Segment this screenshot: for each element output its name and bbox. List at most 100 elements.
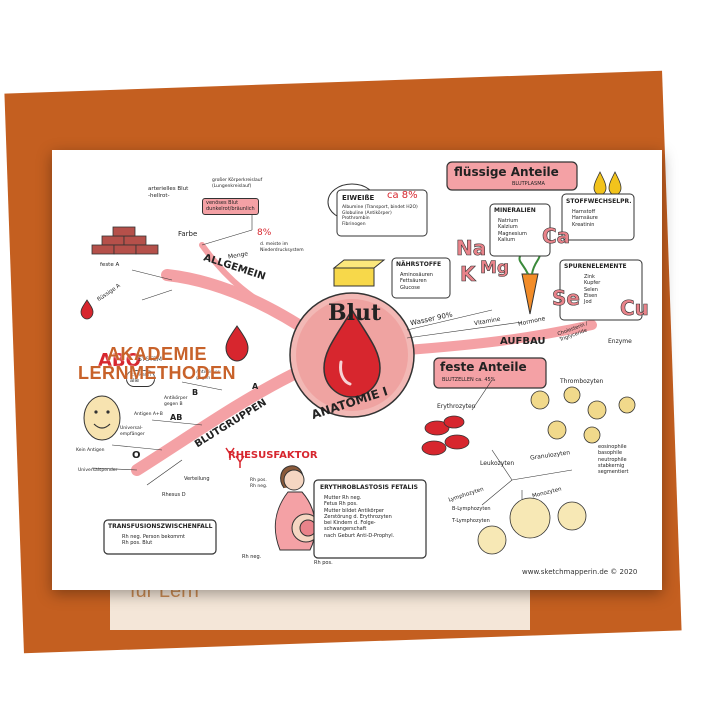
list-item: Fetus Rh pos. (324, 501, 358, 508)
logo-line-2: LERNMETHODEN (78, 362, 236, 383)
rhesusfaktor-label: RHESUSFAKTOR (228, 450, 318, 461)
transfusion-title: TRANSFUSIONSZWISCHENFALL (108, 523, 213, 530)
erythrozyten-label: Erythrozyten (437, 403, 476, 410)
list-item: Mutter bildet Antikörper (324, 507, 384, 514)
eiweisse-title: EIWEIßE (342, 194, 375, 202)
fluessige-title: flüssige Anteile (454, 165, 559, 179)
leukozyten-label: Leukozyten (480, 460, 515, 467)
smiley-icon (83, 395, 121, 441)
enzyme-label: Enzyme (608, 338, 632, 345)
list-item: bei Kindern d. Folge- (324, 520, 376, 526)
spuren-box (559, 259, 643, 321)
t-lymph-label: T-Lymphozyten (452, 518, 490, 524)
list-item: Albumine (Transport, bindet H2O) (342, 205, 418, 210)
antikoerper-a-label: Antikörper gegen A (196, 370, 220, 381)
branch-aufbau (402, 320, 597, 355)
group-a: A (252, 382, 259, 391)
blood-drop-icon (323, 308, 381, 398)
list-item: Eisen (584, 292, 598, 299)
naehrstoffe-title: NÄHRSTOFFE (396, 261, 442, 268)
list-item: Jod (584, 299, 592, 305)
list-item: Mutter Rh neg. (324, 495, 362, 501)
menge-note: d. meiste im Niederdrucksystem (260, 242, 304, 253)
symbol-se: Se (552, 286, 581, 311)
list-item: Glucose (400, 284, 420, 291)
rh-pos-label: Rh pos. (314, 560, 333, 566)
butter-icon (333, 267, 375, 287)
carrot-icon (521, 273, 539, 315)
symbol-na: Na (456, 236, 487, 261)
stoffwechsel-title: STOFFWECHSELPR. (566, 198, 632, 205)
list-item: Magnesium (498, 230, 527, 237)
logo-line-1: AKADEMIE (106, 344, 207, 364)
antikoerper-b-label: Antikörper gegen B (164, 396, 188, 407)
symbol-mg: Mg (480, 258, 510, 279)
kein-antigen-label: Kein Antigen (76, 448, 105, 453)
eiweisse-box (336, 189, 428, 237)
list-item: nach Geburt Anti-D-Prophyl. (324, 532, 395, 539)
rhesus-d-label: Rhesus D (162, 492, 186, 498)
universal-spender-label: Universalspender (78, 468, 118, 473)
stoffwechsel-list: Harnstoff Harnsäure Kreatinin (572, 209, 598, 228)
eiweisse-value: ca 8% (387, 190, 418, 201)
list-item: Kupfer (584, 280, 601, 287)
list-item: neutrophile (598, 456, 627, 463)
mineralien-title: MINERALIEN (494, 207, 536, 214)
list-item: Fettsäuren (400, 278, 427, 285)
erythroblastosis-list: Mutter Rh neg. Fetus Rh pos. Mutter bild… (324, 495, 394, 539)
list-item: Kalzium (498, 224, 518, 231)
small-drop-icon (80, 299, 94, 320)
list-item: segmentiert (598, 469, 629, 475)
akademie-logo: AKADEMIE LERNMETHODEN (52, 345, 262, 383)
list-item: eosinophile (598, 444, 627, 450)
yellow-drop-icon (593, 171, 607, 196)
group-ab: AB (170, 413, 183, 422)
transfusion-box (103, 519, 217, 555)
transfusion-lines: Rh neg. Person bekommt Rh pos. Blut (122, 534, 185, 547)
thrombozyten-label: Thrombozyten (560, 378, 604, 385)
list-item: schwangerschaft (324, 526, 367, 533)
feste-a-label: feste A (100, 262, 120, 268)
list-item: basophile (598, 450, 623, 457)
blood-drop-b-icon (225, 325, 249, 362)
spuren-title: SPURENELEMENTE (564, 263, 627, 270)
group-b: B (192, 388, 199, 397)
list-item: Zink (584, 274, 595, 280)
menge-value: 8% (257, 228, 272, 238)
ich-kann-alle-bubble: ich kann alle (126, 370, 156, 387)
branch-allgemein (161, 269, 320, 341)
fluessige-sub: BLUTPLASMA (512, 181, 545, 187)
branch-farbe (199, 242, 295, 323)
leukocytes-icon (477, 497, 587, 555)
naehrstoffe-box (391, 257, 451, 299)
spuren-list: Zink Kupfer Selen Eisen Jod (584, 274, 600, 305)
feste-sub: BLUTZELLEN ca. 45% (442, 377, 496, 383)
b-lymph-label: B-Lymphozyten (452, 506, 491, 512)
naehrstoffe-list: Aminosäuren Fettsäuren Glucose (400, 272, 433, 291)
feste-box (433, 357, 547, 389)
erythrocytes-icon (421, 415, 470, 456)
list-item: Kalium (498, 236, 516, 243)
erythroblastosis-box (313, 479, 427, 559)
verteilung-label: Verteilung (184, 476, 210, 482)
antibody-icons (225, 447, 245, 468)
system-label: SYSTEM (138, 356, 162, 363)
list-item: Kreatinin (572, 221, 595, 228)
abo-label: ABO (98, 350, 141, 371)
branch-blutgruppen (131, 369, 298, 476)
list-item: Prothrombin (342, 216, 370, 222)
pregnant-woman-icon (274, 465, 321, 551)
rh-neg-label: Rh neg. (242, 554, 262, 560)
erythroblastosis-title: ERYTHROBLASTOSIS FETALIS (320, 484, 418, 491)
symbol-k: K (460, 262, 476, 287)
list-item: Harnstoff (572, 209, 596, 215)
mineralien-list: Natrium Kalzium Magnesium Kalium (498, 218, 527, 243)
sketchnote-poster: Blut ANATOMIE I flüssige Anteile BLUTPLA… (52, 150, 662, 590)
list-item: Zerstörung d. Erythrozyten (324, 513, 392, 520)
kreislauf-label: großer Körperkreislauf (Lungenkreislauf) (212, 178, 263, 189)
symbol-cu: Cu (620, 296, 650, 321)
mineralien-box (489, 203, 551, 257)
poster-graphics (80, 161, 643, 559)
farbe-label: Farbe (178, 230, 198, 238)
arterial-label: arterielles Blut -hellrot- (148, 186, 189, 199)
